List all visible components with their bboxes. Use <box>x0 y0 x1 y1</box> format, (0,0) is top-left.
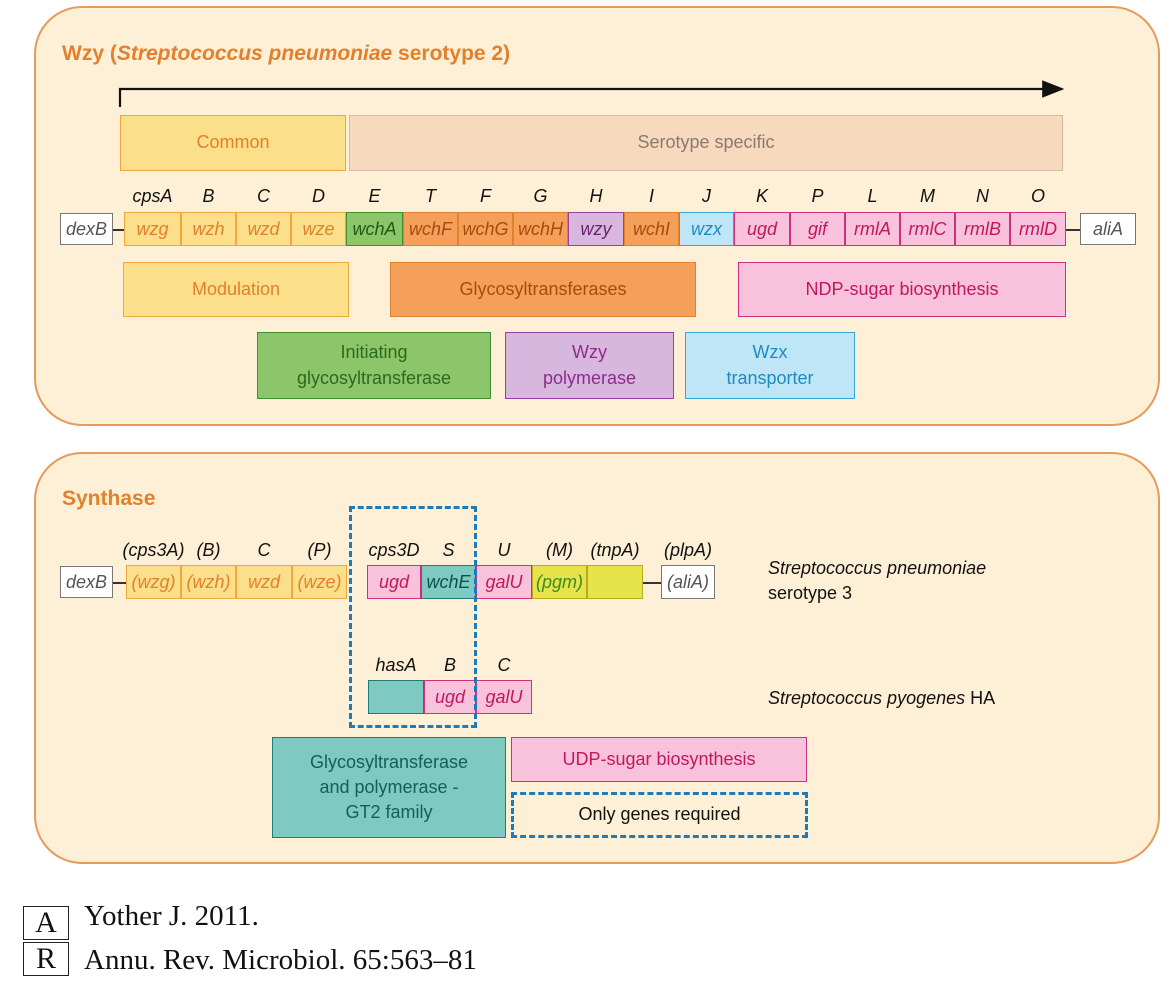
gene-label: (P) <box>307 540 332 560</box>
gene-label: B <box>202 186 215 206</box>
gene-box: galU <box>476 565 532 599</box>
synthase-panel-title: Synthase <box>62 487 156 510</box>
ndp-sugar-biosynthesis-legend: NDP-sugar biosynthesis <box>738 262 1066 317</box>
synthase-panel <box>34 452 1160 864</box>
gene-box: (pgm) <box>532 565 587 599</box>
gene-box: wchG <box>458 212 513 246</box>
gene-box: galU <box>476 680 532 714</box>
gene-dexB: dexB <box>60 566 113 598</box>
gene-label: (B) <box>196 540 221 560</box>
annual-reviews-logo: A R <box>23 906 69 976</box>
common-bar: Common <box>120 115 346 171</box>
gene-label: M <box>920 186 935 206</box>
modulation-legend: Modulation <box>123 262 349 317</box>
gene-label: cps3D <box>368 540 420 560</box>
gene-label: cpsA <box>132 186 173 206</box>
gene-box: ugd <box>424 680 476 714</box>
gene-label: U <box>497 540 511 560</box>
gene-box: wchA <box>346 212 403 246</box>
gene-label: T <box>425 186 436 206</box>
gene-box: wzx <box>679 212 734 246</box>
gene-label: B <box>443 655 456 675</box>
gene-box: ugd <box>734 212 790 246</box>
gene-label: I <box>648 186 654 206</box>
only-genes-required-legend: Only genes required <box>511 792 808 838</box>
gene-label: (plpA) <box>663 540 712 560</box>
gene-box: gif <box>790 212 845 246</box>
gene-label: (cps3A) <box>122 540 185 560</box>
gene-box: wze <box>291 212 346 246</box>
gene-label: G <box>533 186 548 206</box>
gene-label: L <box>867 186 878 206</box>
connector-line <box>643 582 661 584</box>
gene-label: J <box>702 186 711 206</box>
gene-box <box>587 565 643 599</box>
gene-label: F <box>480 186 491 206</box>
gene-label: C <box>497 655 511 675</box>
gene-box: rmlB <box>955 212 1010 246</box>
gene-box: wchI <box>624 212 679 246</box>
species-pyogenes: Streptococcus pyogenes HA <box>768 688 996 708</box>
gene-box <box>368 680 424 714</box>
gene-label: D <box>312 186 325 206</box>
gene-label: N <box>976 186 989 206</box>
gene-box: rmlD <box>1010 212 1066 246</box>
gene-label: C <box>257 540 271 560</box>
gene-label: hasA <box>375 655 417 675</box>
citation-author: Yother J. 2011. <box>84 900 259 932</box>
gene-label: C <box>257 186 270 206</box>
gene-box: wzy <box>568 212 624 246</box>
gene-label: S <box>442 540 455 560</box>
gene-label: (M) <box>546 540 573 560</box>
gene-box: ugd <box>367 565 421 599</box>
serotype-specific-bar: Serotype specific <box>349 115 1063 171</box>
gene-dexB: dexB <box>60 213 113 245</box>
glycosyltransferases-legend: Glycosyltransferases <box>390 262 696 317</box>
wzy-panel-title: Wzy (Streptococcus pneumoniae serotype 2… <box>62 42 511 65</box>
gene-box: (wze) <box>292 565 347 599</box>
gene-box: wzd <box>236 212 291 246</box>
gene-box: wzh <box>181 212 236 246</box>
gene-box: wzd <box>236 565 292 599</box>
connector-line <box>112 582 126 584</box>
udp-sugar-biosynthesis-legend: UDP-sugar biosynthesis <box>511 737 807 782</box>
gene-box: wzg <box>124 212 181 246</box>
gene-box: (aliA) <box>661 565 715 599</box>
gene-label: O <box>1030 186 1045 206</box>
citation-journal: Annu. Rev. Microbiol. 65:563–81 <box>84 944 477 976</box>
gene-box: rmlA <box>845 212 900 246</box>
gene-box: wchH <box>513 212 568 246</box>
gene-label: K <box>755 186 768 206</box>
connector-line <box>112 229 124 231</box>
gene-label: E <box>368 186 381 206</box>
gene-box: (wzg) <box>126 565 181 599</box>
connector-line <box>1066 229 1080 231</box>
gene-label: H <box>589 186 603 206</box>
gene-label: P <box>811 186 824 206</box>
gene-aliA: aliA <box>1080 213 1136 245</box>
gene-box: wchF <box>403 212 458 246</box>
gene-box: (wzh) <box>181 565 236 599</box>
required-genes-box <box>349 506 477 728</box>
gene-label: (tnpA) <box>590 540 640 560</box>
gene-box: rmlC <box>900 212 955 246</box>
